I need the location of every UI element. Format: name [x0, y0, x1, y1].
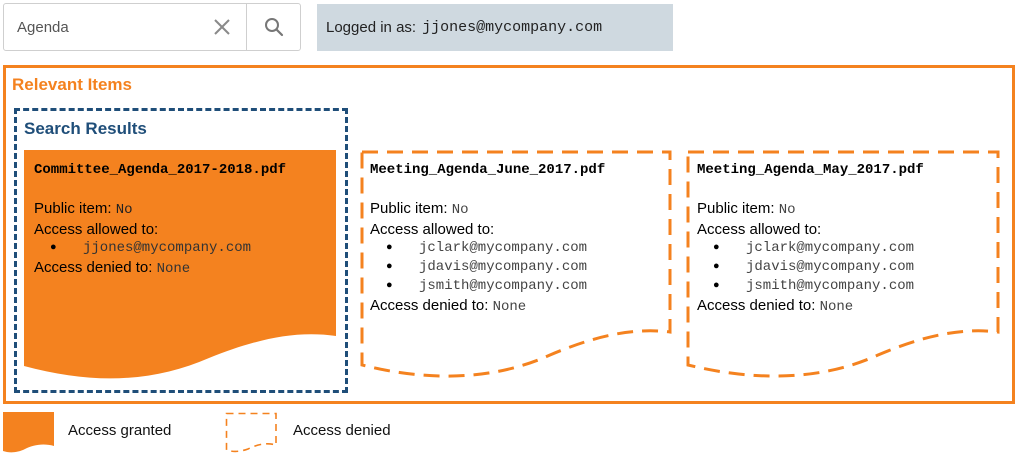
clear-search-button[interactable]	[199, 5, 245, 49]
logged-in-label: Logged in as:	[326, 19, 417, 36]
document-card-1[interactable]: Committee_Agenda_2017-2018.pdf Public it…	[34, 161, 286, 279]
search-bar	[3, 3, 301, 51]
close-icon	[214, 19, 230, 35]
legend-denied-label: Access denied	[293, 422, 391, 439]
access-allowed-label: Access allowed to:	[370, 221, 495, 238]
access-denied-value: None	[492, 299, 527, 315]
document-card-3[interactable]: Meeting_Agenda_May_2017.pdf Public item:…	[697, 161, 924, 317]
legend-granted-swatch	[3, 412, 54, 453]
logged-in-banner: Logged in as: jjones@mycompany.com	[317, 4, 673, 51]
public-item-row: Public item: No	[697, 199, 924, 220]
document-filename: Committee_Agenda_2017-2018.pdf	[34, 162, 287, 178]
public-item-row: Public item: No	[34, 199, 286, 220]
search-input[interactable]	[5, 5, 195, 49]
access-denied-label: Access denied to:	[697, 297, 816, 314]
access-denied-value: None	[819, 299, 854, 315]
allowed-user: jjones@mycompany.com	[34, 239, 286, 258]
search-results-title: Search Results	[24, 119, 147, 138]
allowed-user: jclark@mycompany.com	[697, 239, 924, 258]
access-denied-value: None	[156, 261, 191, 277]
public-item-value: No	[115, 202, 133, 218]
search-results-frame	[14, 108, 348, 393]
public-item-value: No	[778, 202, 796, 218]
access-denied-row: Access denied to: None	[370, 296, 605, 317]
access-denied-row: Access denied to: None	[697, 296, 924, 317]
document-filename: Meeting_Agenda_June_2017.pdf	[370, 162, 606, 178]
search-button[interactable]	[246, 4, 301, 50]
document-card-2[interactable]: Meeting_Agenda_June_2017.pdf Public item…	[370, 161, 605, 317]
access-allowed-label: Access allowed to:	[34, 221, 159, 238]
relevant-items-title: Relevant Items	[12, 75, 132, 94]
access-denied-label: Access denied to:	[34, 259, 153, 276]
legend-denied-swatch	[225, 412, 277, 453]
allowed-user: jclark@mycompany.com	[370, 239, 605, 258]
access-denied-row: Access denied to: None	[34, 258, 286, 279]
allowed-user-list: jclark@mycompany.com jdavis@mycompany.co…	[697, 239, 924, 296]
access-allowed-label: Access allowed to:	[697, 221, 822, 238]
legend-granted-label: Access granted	[68, 422, 172, 439]
relevant-items-frame	[3, 65, 1015, 404]
allowed-user: jdavis@mycompany.com	[370, 258, 605, 277]
logged-in-user: jjones@mycompany.com	[422, 19, 603, 36]
public-item-row: Public item: No	[370, 199, 605, 220]
allowed-user-list: jclark@mycompany.com jdavis@mycompany.co…	[370, 239, 605, 296]
public-item-label: Public item:	[697, 200, 775, 217]
access-granted-document-shape	[24, 150, 336, 379]
allowed-user: jdavis@mycompany.com	[697, 258, 924, 277]
allowed-user: jsmith@mycompany.com	[370, 277, 605, 296]
allowed-user: jsmith@mycompany.com	[697, 277, 924, 296]
access-denied-document-shape	[360, 150, 672, 378]
public-item-label: Public item:	[34, 200, 112, 217]
public-item-label: Public item:	[370, 200, 448, 217]
public-item-value: No	[451, 202, 469, 218]
document-filename: Meeting_Agenda_May_2017.pdf	[697, 162, 924, 178]
search-icon	[265, 18, 284, 37]
access-denied-label: Access denied to:	[370, 297, 489, 314]
access-denied-document-shape	[686, 150, 1000, 378]
allowed-user-list: jjones@mycompany.com	[34, 239, 286, 258]
